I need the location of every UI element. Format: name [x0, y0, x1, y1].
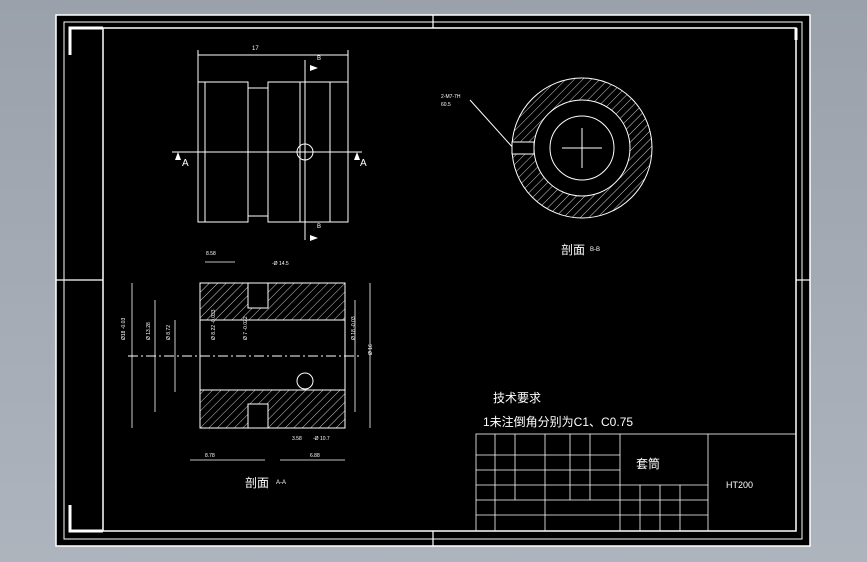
section-a-left: A [182, 158, 189, 169]
part-name: 套筒 [636, 456, 660, 471]
dim-7: Ø 7 -0.022 [243, 316, 249, 340]
section-b-top: B [317, 56, 321, 62]
dim-11: -Ø 10.7 [313, 436, 330, 442]
section-a-right: A [360, 158, 367, 169]
center-marks [56, 15, 810, 546]
dim-6: Ø 8.22 -0.033 [211, 309, 217, 340]
dim-4: Ø 13.28 [146, 322, 152, 340]
bb-callout-1: 2-M7-7H [441, 94, 461, 100]
bb-label: 剖面 [561, 243, 585, 257]
dim-8: Ø 18 -0.03 [351, 316, 357, 340]
dim-5: Ø 8.72 [166, 325, 172, 340]
dim-1: 8.58 [206, 251, 216, 257]
tech-requirements-line1: 1未注倒角分别为C1、C0.75 [483, 414, 633, 429]
section-aa-view [128, 282, 360, 429]
dim-3: Ø18 -0.03 [121, 318, 127, 340]
section-arrows [175, 65, 360, 241]
material: HT200 [726, 480, 753, 490]
front-view [172, 50, 362, 240]
aa-suffix: A-A [276, 480, 286, 486]
tech-requirements-title: 技术要求 [493, 391, 541, 405]
bb-suffix: B-B [590, 247, 600, 253]
dim-10: 3.58 [292, 436, 302, 442]
drawing-sheet [55, 14, 811, 547]
section-bb-view [469, 77, 653, 219]
top-dimension: 17 [252, 46, 259, 52]
section-b-bottom: B [317, 224, 321, 230]
aa-dimension-texts: 8.58 -Ø 14.5 Ø18 -0.03 Ø 13.28 Ø 8.72 Ø … [121, 251, 374, 459]
title-block-grid [475, 433, 797, 532]
aa-dimension-lines [131, 261, 371, 461]
dim-12: 8.78 [205, 453, 215, 459]
aa-label: 剖面 [245, 476, 269, 490]
dim-13: 6.88 [310, 453, 320, 459]
dim-2: -Ø 14.5 [272, 261, 289, 267]
bb-callout-2: 60.5 [441, 102, 451, 108]
dim-9: Ø 16 [368, 344, 374, 355]
corner-marks [68, 26, 798, 533]
